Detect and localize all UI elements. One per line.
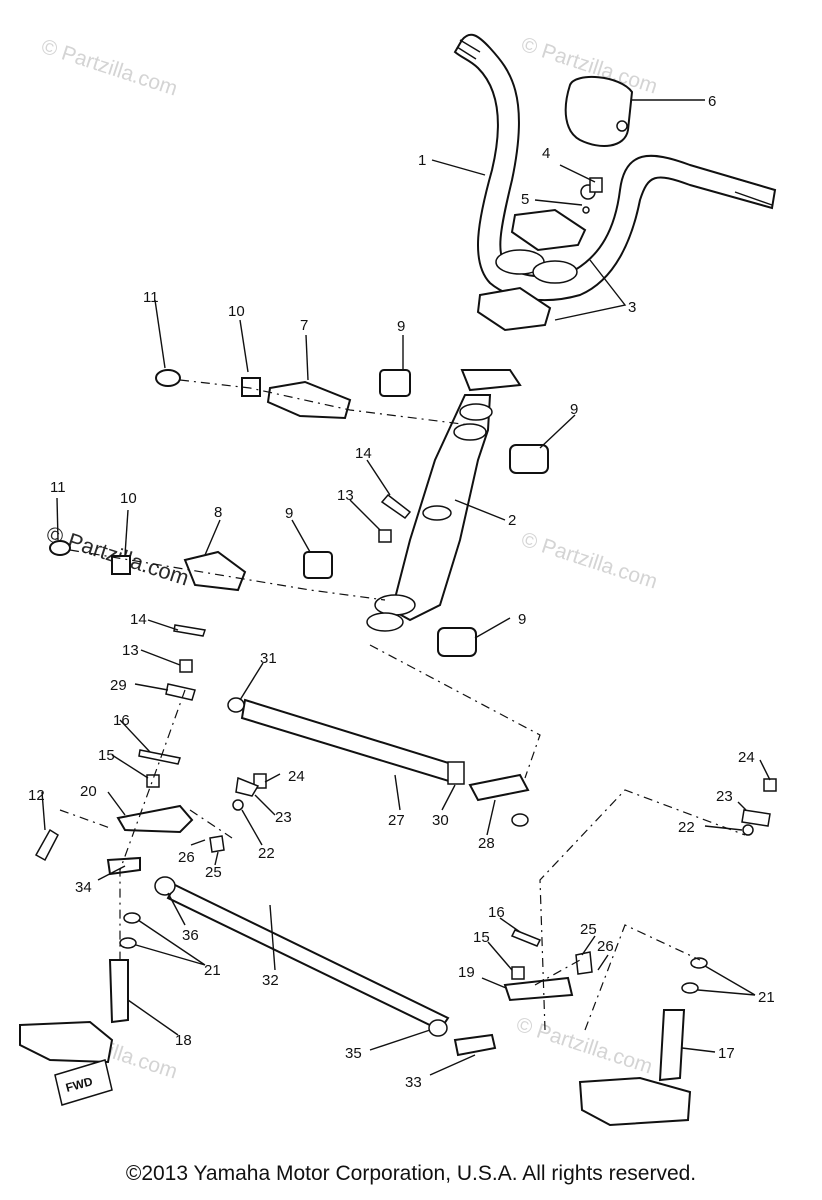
callout-18: 18 [175,1032,192,1049]
callout-13-upper: 13 [337,487,354,504]
handlebar-cover [564,75,634,147]
pitman-arms [116,804,574,1002]
callout-10-lower: 10 [120,490,137,507]
callout-9-lower-right: 9 [518,611,526,628]
callout-31: 31 [260,650,277,667]
callout-30: 30 [432,812,449,829]
callout-25-left: 25 [205,864,222,881]
callout-20: 20 [80,783,97,800]
callout-21-left: 21 [204,962,221,979]
callout-6: 6 [708,93,716,110]
callout-17: 17 [718,1045,735,1062]
callout-25-right: 25 [580,921,597,938]
callout-14-upper: 14 [355,445,372,462]
callout-36: 36 [182,927,199,944]
callout-14-lower: 14 [130,611,147,628]
callout-16-right: 16 [488,904,505,921]
callout-1: 1 [418,152,426,169]
callout-11-lower: 11 [50,479,66,496]
callout-9-upper-right: 9 [570,401,578,418]
callout-9-lower-left: 9 [285,505,293,522]
callout-24-left: 24 [288,768,305,785]
callout-16-left: 16 [113,712,130,729]
callout-11-upper: 11 [143,289,159,306]
callout-12: 12 [28,787,45,804]
callout-19: 19 [458,964,475,981]
callout-29: 29 [110,677,127,694]
assembly-lines [59,379,746,1031]
knuckles [19,959,692,1127]
steering-brackets [49,369,549,657]
callout-32: 32 [262,972,279,989]
copyright-notice: ©2013 Yamaha Motor Corporation, U.S.A. A… [125,1162,697,1185]
callout-7: 7 [300,317,308,334]
watermark: © Partzilla.com [38,35,180,101]
callout-27: 27 [388,812,405,829]
callout-5: 5 [521,191,529,208]
callout-4: 4 [542,145,550,162]
callout-8: 8 [214,504,222,521]
callout-26-left: 26 [178,849,195,866]
callout-23-left: 23 [275,809,292,826]
callout-15-right: 15 [473,929,490,946]
callout-15-left: 15 [98,747,115,764]
callout-2: 2 [508,512,516,529]
watermarks: © Partzilla.com © Partzilla.com © Partzi… [38,33,660,1084]
callout-23-right: 23 [716,788,733,805]
callout-13-lower: 13 [122,642,139,659]
callout-22-left: 22 [258,845,275,862]
handlebar [453,33,777,302]
small-hardware [34,177,777,994]
callout-10-upper: 10 [228,303,245,320]
watermark: © Partzilla.com [513,1013,655,1079]
callout-22-right: 22 [678,819,695,836]
callout-labels: 1 6 4 5 3 7 10 11 9 9 2 14 13 9 9 8 10 1… [28,93,775,1091]
callout-3: 3 [628,299,636,316]
leader-lines [41,99,771,1076]
callout-34: 34 [75,879,92,896]
tie-rods [106,697,530,1057]
callout-21-right: 21 [758,989,775,1006]
callout-28: 28 [478,835,495,852]
callout-26-right: 26 [597,938,614,955]
fwd-mark: FWD [54,1059,113,1106]
fwd-label: FWD [64,1074,94,1095]
handlebar-holders [476,184,596,332]
callout-9-upper-left: 9 [397,318,405,335]
callout-33: 33 [405,1074,422,1091]
callout-35: 35 [345,1045,362,1062]
watermark: © Partzilla.com [518,528,660,594]
steering-column [366,369,522,632]
callout-24-right: 24 [738,749,755,766]
